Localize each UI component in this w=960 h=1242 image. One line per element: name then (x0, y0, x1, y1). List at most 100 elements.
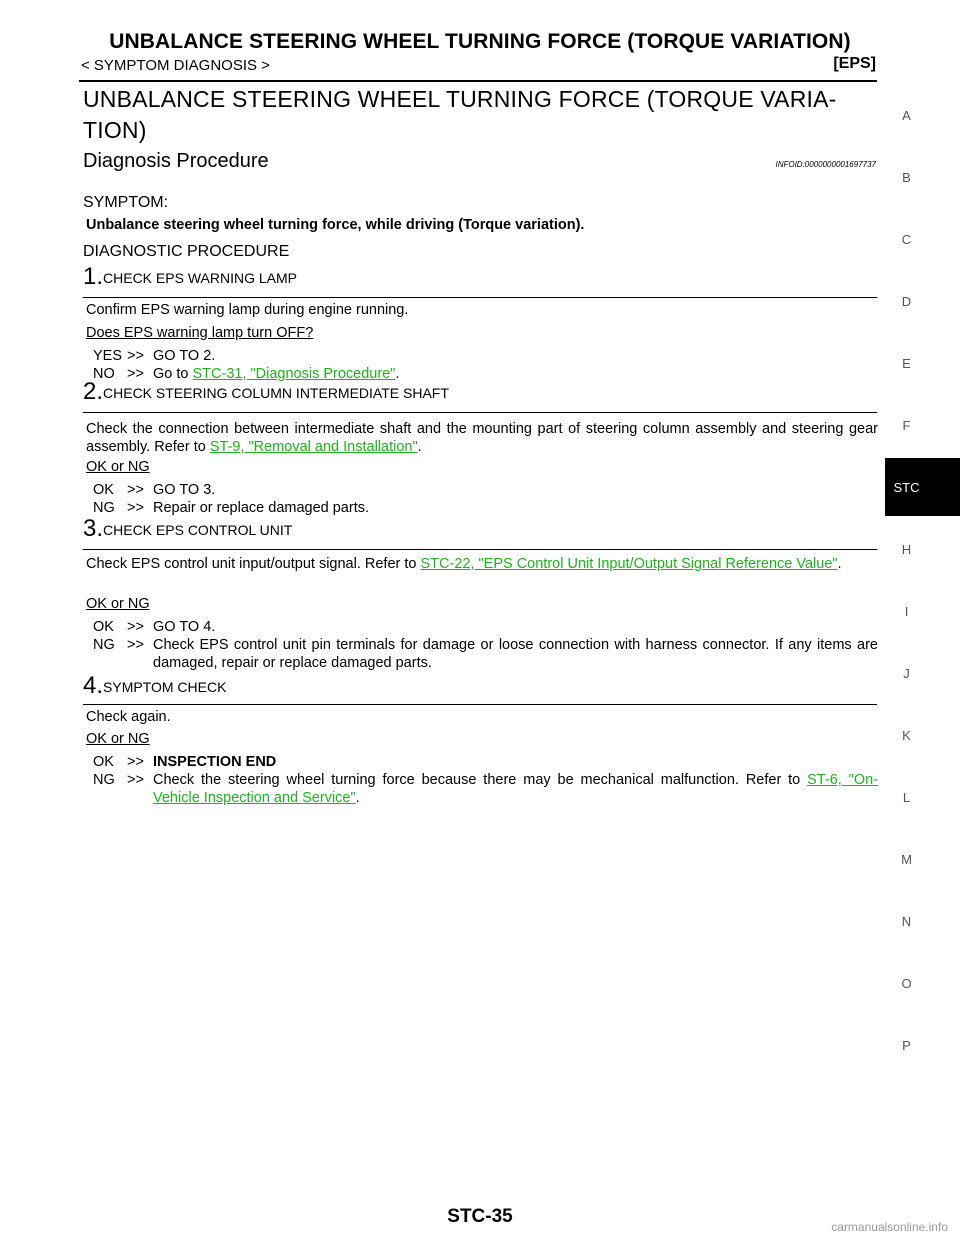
step-4-answers: OK >> INSPECTION END NG >> Check the ste… (93, 753, 878, 807)
body-text: Check the connection between intermediat… (86, 421, 878, 455)
step-1-answers: YES >> GO TO 2. NO >> Go to STC-31, "Dia… (93, 347, 878, 383)
tab-h[interactable]: H (901, 542, 912, 557)
tab-f[interactable]: F (902, 418, 911, 433)
step-1-header: 1.CHECK EPS WARNING LAMP (83, 263, 877, 298)
answer-suffix: . (355, 790, 360, 806)
step-divider (83, 297, 877, 298)
page-title-line-1: UNBALANCE STEERING WHEEL TURNING FORCE (… (83, 86, 837, 112)
answer-suffix: . (395, 366, 400, 382)
answer-arrow: >> (127, 366, 144, 382)
step-divider (83, 549, 877, 550)
watermark: carmanualsonline.info (831, 1220, 948, 1234)
tab-l[interactable]: L (902, 790, 911, 805)
page-title: UNBALANCE STEERING WHEEL TURNING FORCE (… (83, 84, 875, 146)
step-title: SYMPTOM CHECK (103, 679, 227, 695)
header-divider (79, 80, 877, 82)
step-2-body: Check the connection between intermediat… (86, 420, 878, 456)
answer-label: NG (93, 637, 115, 653)
step-4-body: Check again. (86, 709, 171, 725)
step-title: CHECK EPS CONTROL UNIT (103, 522, 293, 538)
tab-c[interactable]: C (901, 232, 912, 247)
page-number: STC-35 (447, 1206, 513, 1227)
answer-label: NO (93, 366, 115, 382)
step-3-question: OK or NG (86, 596, 150, 612)
tab-d[interactable]: D (901, 294, 912, 309)
tab-stc-active[interactable]: STC (885, 458, 960, 516)
step-2-answers: OK >> GO TO 3. NG >> Repair or replace d… (93, 481, 878, 517)
answer-label: NG (93, 500, 115, 516)
reference-link[interactable]: STC-22, "EPS Control Unit Input/Output S… (420, 556, 838, 572)
answer-prefix: Go to (153, 366, 193, 382)
answer-row: YES >> GO TO 2. (93, 347, 878, 365)
answer-label: NG (93, 772, 115, 788)
answer-arrow: >> (127, 348, 144, 364)
step-2-header: 2.CHECK STEERING COLUMN INTERMEDIATE SHA… (83, 378, 877, 413)
answer-text: Check the steering wheel turning force b… (153, 771, 878, 807)
step-number: 3. (83, 515, 104, 542)
answer-prefix: Check the steering wheel turning force b… (153, 772, 808, 788)
body-suffix: . (837, 556, 842, 572)
reference-link[interactable]: ST-6, "On-Vehicle Inspection and Service… (153, 772, 878, 806)
answer-text: GO TO 2. (153, 348, 216, 364)
answer-text: GO TO 4. (153, 619, 216, 635)
step-title: CHECK STEERING COLUMN INTERMEDIATE SHAFT (103, 385, 449, 401)
answer-label: OK (93, 482, 114, 498)
body-suffix: . (417, 439, 422, 455)
answer-row: NG >> Repair or replace damaged parts. (93, 499, 878, 517)
step-1-body: Confirm EPS warning lamp during engine r… (86, 302, 409, 318)
step-number: 2. (83, 378, 104, 405)
step-divider (83, 412, 877, 413)
answer-arrow: >> (127, 500, 144, 516)
step-number: 4. (83, 672, 104, 699)
reference-link[interactable]: STC-31, "Diagnosis Procedure" (192, 366, 396, 382)
step-1-question: Does EPS warning lamp turn OFF? (86, 325, 314, 341)
answer-row: NG >> Check EPS control unit pin termina… (93, 636, 878, 672)
symptom-heading: SYMPTOM: (83, 194, 169, 211)
tab-p[interactable]: P (902, 1038, 911, 1053)
answer-text: Go to STC-31, "Diagnosis Procedure". (153, 365, 878, 383)
step-3-answers: OK >> GO TO 4. NG >> Check EPS control u… (93, 618, 878, 672)
reference-link[interactable]: ST-9, "Removal and Installation" (209, 439, 418, 455)
answer-label: OK (93, 754, 114, 770)
tab-i[interactable]: I (904, 604, 909, 619)
answer-arrow: >> (127, 772, 144, 788)
answer-text: Check EPS control unit pin terminals for… (153, 637, 878, 671)
page-title-line-2: TION) (83, 117, 147, 143)
section-tabs: A B C D E F H I J K L M N O P (885, 0, 960, 1242)
step-number: 1. (83, 263, 104, 290)
tab-a[interactable]: A (902, 108, 911, 123)
step-2-question: OK or NG (86, 459, 150, 475)
answer-arrow: >> (127, 754, 144, 770)
answer-text: GO TO 3. (153, 482, 216, 498)
tab-e[interactable]: E (902, 356, 911, 371)
step-title: CHECK EPS WARNING LAMP (103, 270, 297, 286)
answer-label: OK (93, 619, 114, 635)
tab-j[interactable]: J (903, 666, 910, 681)
tab-n[interactable]: N (901, 914, 912, 929)
tab-m[interactable]: M (901, 852, 912, 867)
tab-k[interactable]: K (902, 728, 911, 743)
tab-b[interactable]: B (902, 170, 911, 185)
answer-row: NO >> Go to STC-31, "Diagnosis Procedure… (93, 365, 878, 383)
step-3-body: Check EPS control unit input/output sign… (86, 555, 878, 573)
breadcrumb: < SYMPTOM DIAGNOSIS > (81, 57, 270, 74)
answer-text: Repair or replace damaged parts. (153, 500, 370, 516)
tab-o[interactable]: O (901, 976, 912, 991)
answer-row: OK >> GO TO 3. (93, 481, 878, 499)
symptom-text: Unbalance steering wheel turning force, … (86, 217, 585, 233)
answer-row: NG >> Check the steering wheel turning f… (93, 771, 878, 807)
body-text: Check EPS control unit input/output sign… (86, 556, 421, 572)
answer-row: OK >> INSPECTION END (93, 753, 878, 771)
system-label: [EPS] (833, 55, 876, 72)
diagnostic-heading: DIAGNOSTIC PROCEDURE (83, 243, 290, 260)
answer-label: YES (93, 348, 123, 364)
answer-arrow: >> (127, 482, 144, 498)
info-id: INFOID:0000000001697737 (775, 160, 876, 169)
step-divider (83, 704, 877, 705)
step-4-header: 4.SYMPTOM CHECK (83, 672, 877, 705)
step-3-header: 3.CHECK EPS CONTROL UNIT (83, 515, 877, 550)
header-title: UNBALANCE STEERING WHEEL TURNING FORCE (… (109, 30, 851, 53)
section-title: Diagnosis Procedure (83, 150, 269, 172)
step-4-question: OK or NG (86, 731, 150, 747)
answer-arrow: >> (127, 619, 144, 635)
